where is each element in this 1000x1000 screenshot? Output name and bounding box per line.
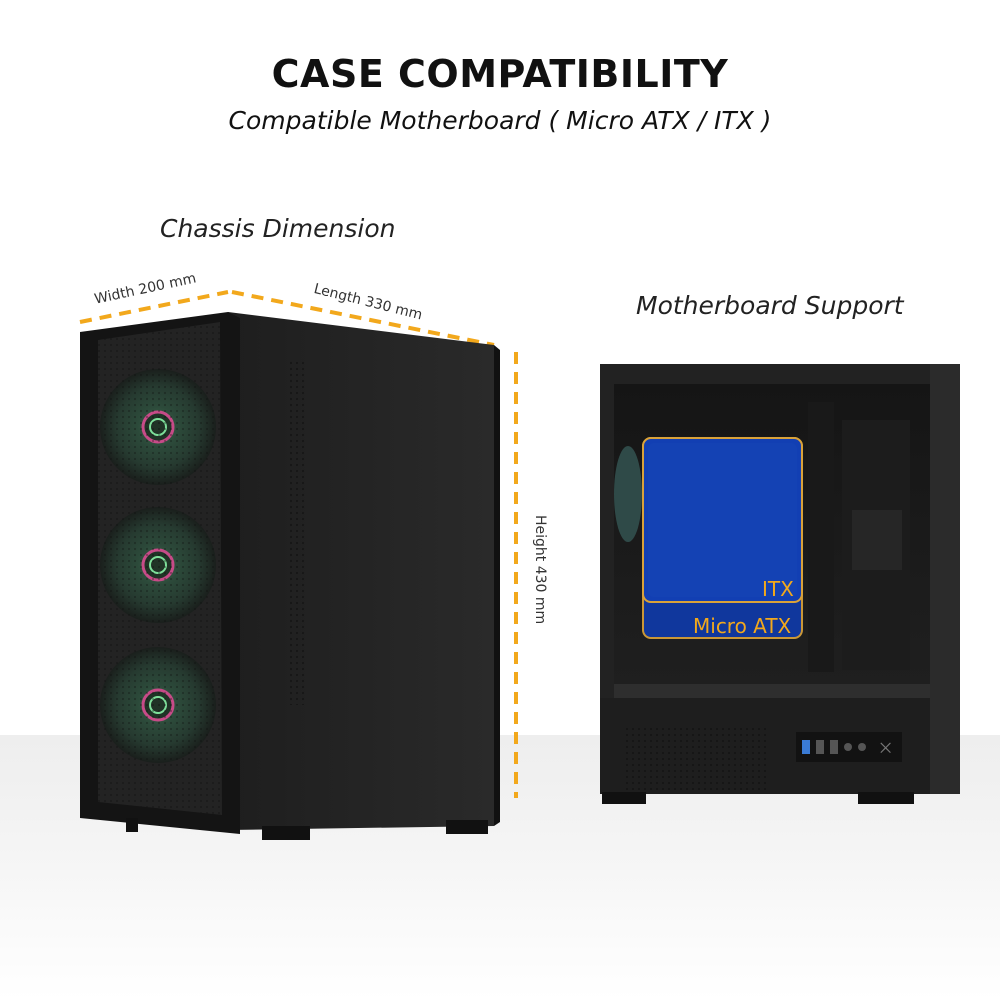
svg-text:⨉: ⨉ xyxy=(880,741,891,757)
dimension-lines xyxy=(79,290,518,798)
motherboard-support-label: Motherboard Support xyxy=(636,291,904,320)
case-foot xyxy=(858,792,914,804)
itx-label: ITX xyxy=(762,577,794,601)
case-side-panel xyxy=(228,312,494,830)
length-dimension-line xyxy=(231,290,495,347)
page-subtitle: Compatible Motherboard ( Micro ATX / ITX… xyxy=(228,106,772,135)
usb-port-icon xyxy=(816,740,824,754)
chassis-dimension-label: Chassis Dimension xyxy=(160,214,396,243)
motherboard-case: ⨉ xyxy=(600,364,960,804)
itx-area xyxy=(642,437,803,603)
width-dimension-line xyxy=(79,290,229,324)
case-foot xyxy=(602,792,646,804)
case-foot xyxy=(126,818,138,832)
side-vent xyxy=(286,360,306,705)
case-foot xyxy=(262,826,310,840)
audio-jack-icon xyxy=(858,743,866,751)
page-title: CASE COMPATIBILITY xyxy=(271,52,729,96)
rear-fan-icon xyxy=(614,446,642,542)
shroud-vent xyxy=(624,724,770,790)
usb-port-icon xyxy=(802,740,810,754)
usb-port-icon xyxy=(830,740,838,754)
chassis-case xyxy=(80,312,500,840)
height-label: Height 430 mm xyxy=(532,515,548,625)
audio-jack-icon xyxy=(844,743,852,751)
case-foot xyxy=(446,820,488,834)
micro-atx-label: Micro ATX xyxy=(693,614,792,638)
